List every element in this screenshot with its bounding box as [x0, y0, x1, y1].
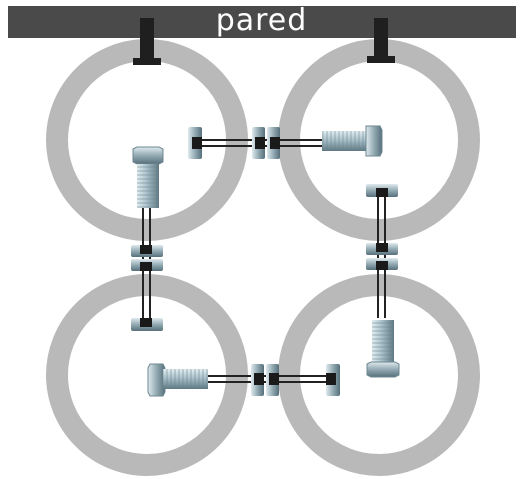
nut-top-right-end [366, 184, 398, 197]
bolt-top-left [132, 146, 164, 208]
nut-pair-bottom [251, 364, 279, 396]
bolt-bottom-left [147, 363, 208, 397]
nut-pair-top [252, 127, 280, 159]
nut-bottom-right-end [326, 364, 340, 396]
wall-label: pared [215, 3, 308, 38]
bolt-top-right [322, 125, 383, 157]
nut-top-left-end [188, 127, 202, 159]
rod-right [377, 196, 386, 318]
nut-pair-right [366, 243, 398, 270]
nut-bottom-left-end [131, 318, 163, 331]
wall-bracket-left [133, 18, 161, 65]
nut-pair-left [131, 245, 163, 271]
bolt-bottom-right [366, 320, 400, 378]
wall-bracket-right [367, 18, 395, 63]
wall-bar [8, 6, 516, 38]
